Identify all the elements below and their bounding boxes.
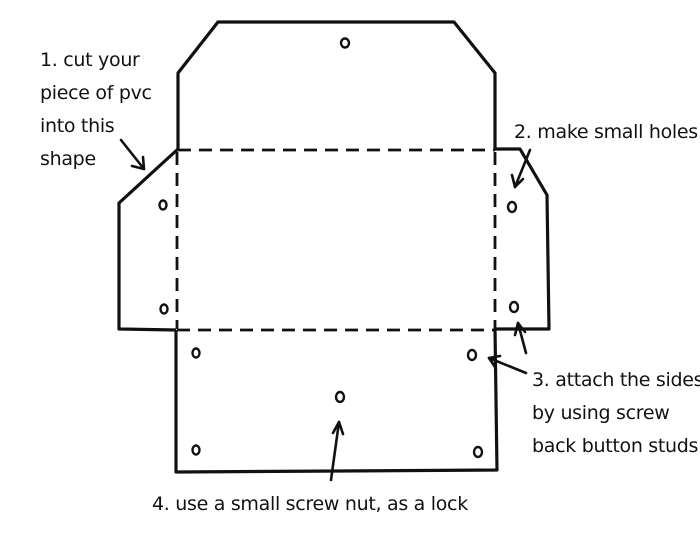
hole-top-flap — [339, 37, 351, 49]
outline-top-flap — [176, 20, 497, 149]
outline-right-flap — [495, 147, 551, 331]
step2-line-1: 2. make small holes — [514, 121, 698, 143]
step3-line-2: by using screw — [532, 402, 670, 424]
step1-line-3: into this — [40, 115, 115, 137]
step1-label: 1. cut your piece of pvc into this shape — [40, 44, 152, 176]
arrow-step4 — [329, 420, 345, 482]
step3-label: 3. attach the sides by using screw back … — [532, 364, 700, 463]
step1-line-1: 1. cut your — [40, 49, 140, 71]
arrow-step2 — [510, 148, 532, 189]
hole-right-flap-upper — [506, 200, 518, 214]
step4-label: 4. use a small screw nut, as a lock — [152, 488, 468, 521]
step1-line-4: shape — [40, 148, 96, 170]
outline-left-flap — [117, 147, 180, 332]
hole-bottom-upper-right — [466, 348, 478, 362]
hole-bottom-upper-left — [191, 347, 201, 359]
arrow-step1 — [119, 138, 146, 171]
step1-line-2: piece of pvc — [40, 82, 152, 104]
hole-bottom-lower-left — [191, 444, 201, 456]
step3-line-3: back button studs — [532, 435, 699, 457]
hole-left-flap-upper — [158, 199, 168, 211]
hole-bottom-center — [334, 390, 346, 404]
hole-left-flap-lower — [159, 303, 169, 315]
step2-label: 2. make small holes — [514, 116, 698, 149]
step3-line-1: 3. attach the sides — [532, 369, 700, 391]
step4-line-1: 4. use a small screw nut, as a lock — [152, 493, 468, 515]
outline-bottom-panel — [174, 328, 499, 474]
arrow-step3-bottom — [487, 354, 528, 375]
arrow-step3-top — [513, 321, 528, 355]
hole-bottom-lower-right — [472, 445, 484, 459]
hole-right-flap-lower — [508, 300, 520, 314]
